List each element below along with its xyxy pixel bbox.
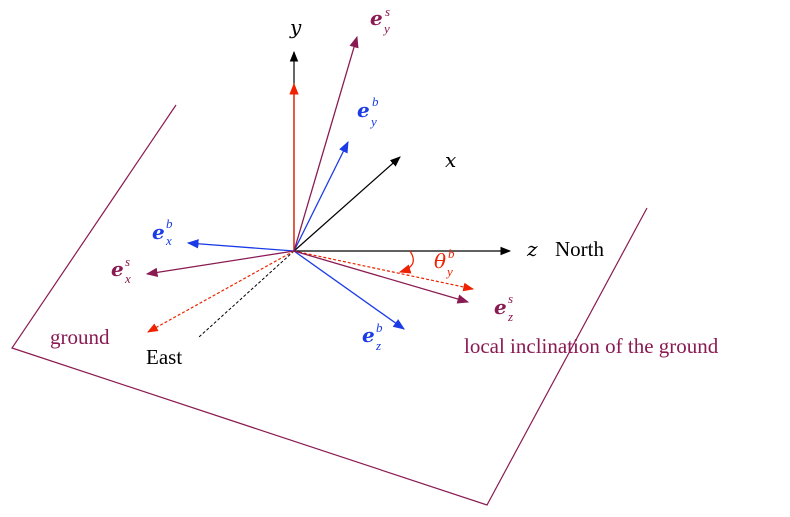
x-axis-label: x [445,148,456,172]
x-axis-arrow [293,156,401,252]
sensor-frame-vectors [145,35,470,304]
esx-arrow [145,250,295,277]
north-label: North [555,237,604,261]
y-axis-label: y [289,15,302,39]
svg-text:θ: θ [434,249,446,273]
local-inclination-label: local inclination of the ground [464,334,719,358]
svg-text:e: e [357,98,370,122]
red-dashed-right-arrow [293,250,475,292]
theta-label: θ b y [434,246,455,279]
svg-text:e: e [370,6,383,30]
svg-text:z: z [507,309,513,324]
svg-text:s: s [125,254,130,269]
ebz-arrow [293,250,405,330]
eby-arrow [293,140,349,252]
svg-text:b: b [448,246,455,261]
esz-label: e s z [494,291,513,324]
svg-text:b: b [372,94,379,109]
ebz-label: e b z [362,320,383,353]
svg-text:z: z [375,338,381,353]
svg-text:x: x [124,271,131,286]
svg-text:e: e [111,257,124,281]
svg-text:y: y [445,264,453,279]
esy-arrow [293,35,359,252]
svg-text:e: e [152,220,165,244]
svg-text:e: e [362,323,375,347]
red-frame-vectors [147,82,475,333]
east-dashed-line [198,250,295,338]
ebx-label: e b x [152,216,173,248]
esz-arrow [293,250,470,304]
east-label: East [146,345,182,369]
esx-label: e s x [111,254,131,286]
red-dashed-left-arrow [147,250,295,333]
ebx-arrow [186,239,295,252]
svg-text:b: b [376,320,383,335]
body-frame-vectors [186,140,405,330]
eby-label: e b y [357,94,379,129]
svg-text:y: y [382,21,390,36]
svg-text:s: s [385,4,390,19]
svg-text:s: s [508,291,513,306]
esy-label: e s y [370,4,390,36]
ground-plane-outline [11,104,648,506]
theta-angle-arc [398,250,414,274]
svg-text:e: e [494,295,507,319]
ground-label: ground [50,325,110,349]
svg-text:x: x [165,233,172,248]
svg-text:b: b [166,216,173,231]
z-axis-label: z [526,237,538,261]
svg-text:y: y [369,114,377,129]
